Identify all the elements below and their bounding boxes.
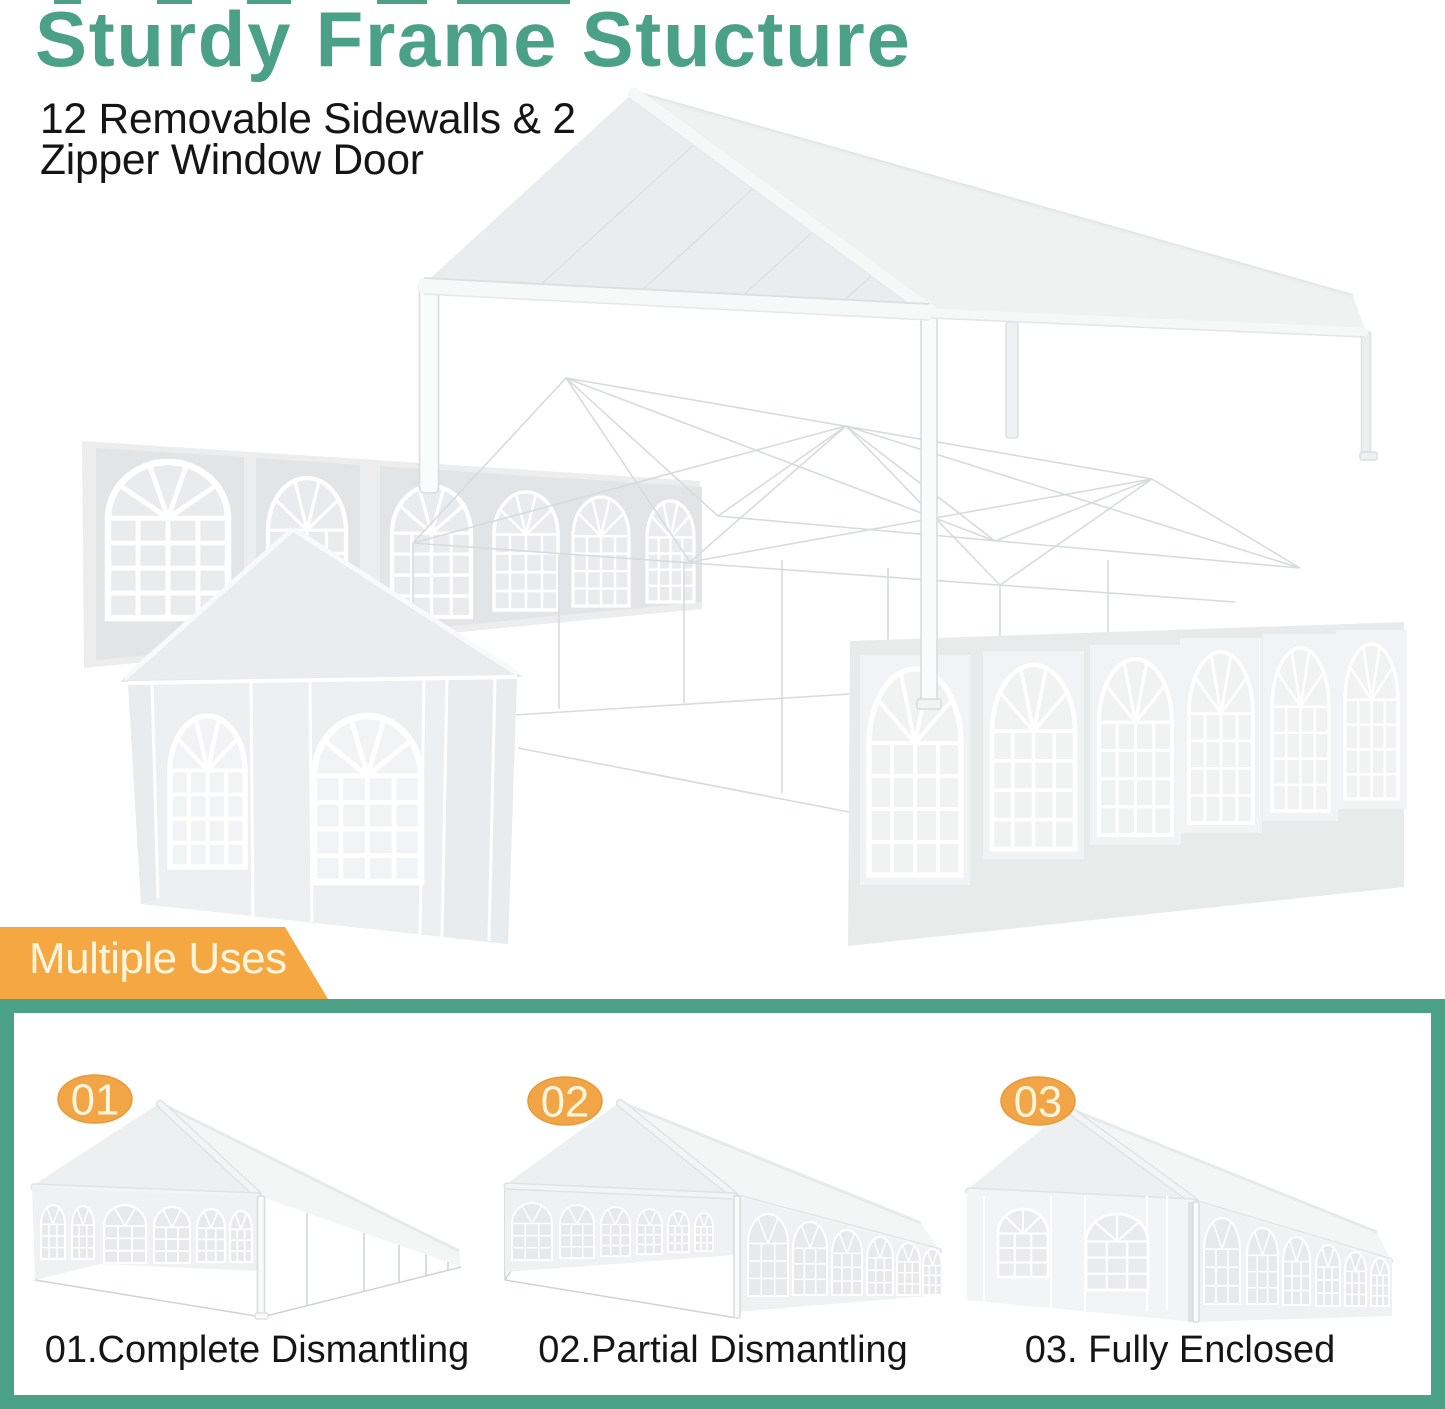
svg-text:02: 02 [541, 1079, 589, 1127]
svg-text:03: 03 [1014, 1079, 1062, 1127]
svg-text:01: 01 [71, 1077, 119, 1125]
